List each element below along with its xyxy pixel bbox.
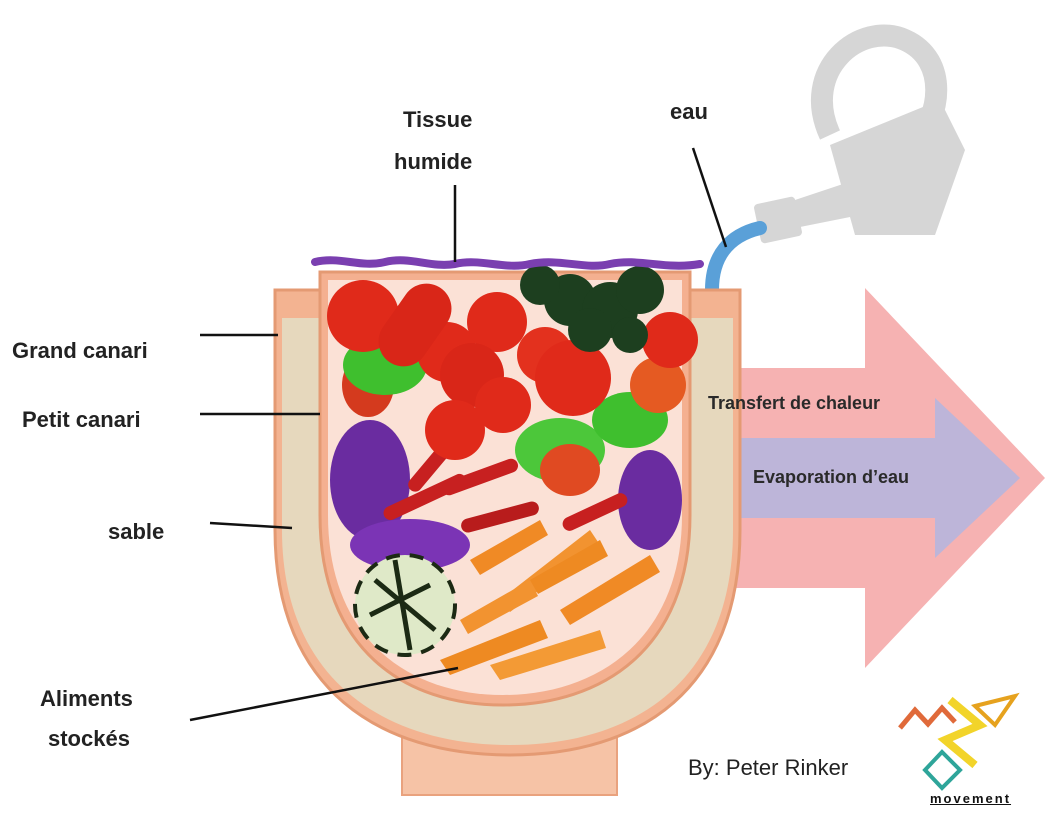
small-pot-label: Petit canari [22, 406, 141, 433]
water-label: eau [670, 98, 708, 125]
food-label-line1: Aliments [40, 685, 133, 712]
water-leader-line [693, 148, 726, 247]
food-label-line2: stockés [48, 725, 130, 752]
tissue-label-line1: Tissue [403, 106, 472, 133]
tissue-label-line2: humide [394, 148, 472, 175]
watering-can-icon [753, 36, 965, 244]
movement-logo-icon [900, 696, 1015, 788]
heat-transfer-label: Transfert de chaleur [708, 393, 880, 414]
sand-label: sable [108, 518, 164, 545]
movement-logo-text: movement [930, 791, 1011, 806]
author-credit: By: Peter Rinker [688, 755, 848, 781]
wet-tissue [315, 260, 700, 265]
evaporation-label: Evaporation d’eau [753, 467, 909, 488]
water-spout [712, 228, 760, 290]
big-pot-label: Grand canari [12, 337, 148, 364]
